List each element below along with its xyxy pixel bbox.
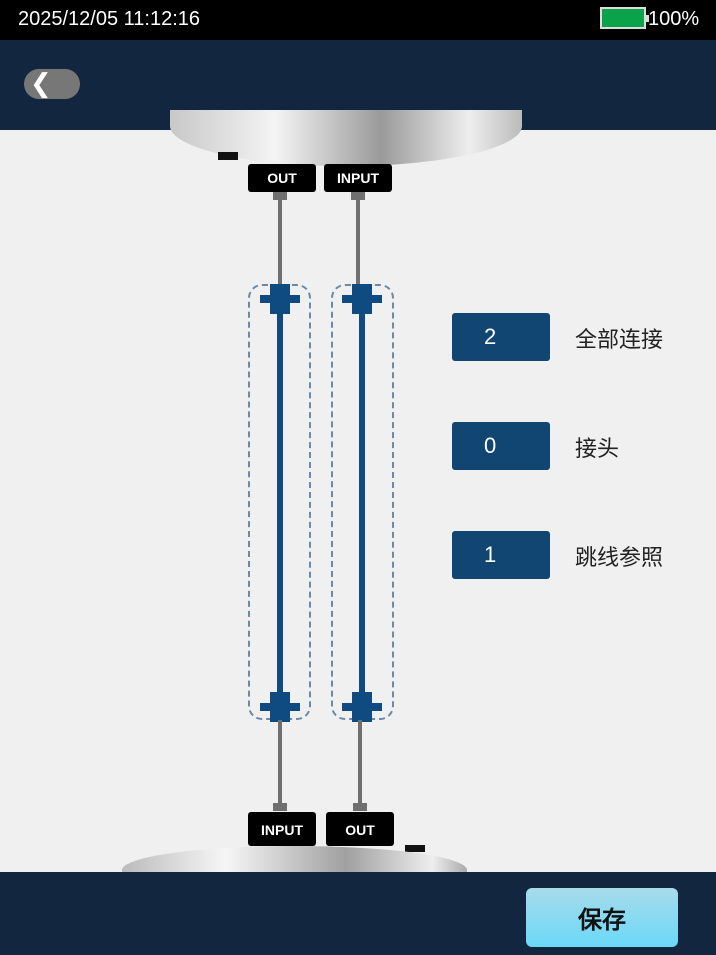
port-nub: [351, 192, 365, 200]
fiber-2: [359, 300, 365, 710]
wire: [358, 720, 362, 805]
connector-icon: [260, 284, 300, 314]
back-button[interactable]: ❮: [24, 69, 80, 99]
battery-percent: 100%: [648, 8, 700, 30]
connectors-value[interactable]: 0: [452, 422, 550, 470]
battery-icon: [600, 7, 649, 29]
wire: [356, 198, 360, 288]
connector-icon: [260, 692, 300, 722]
connectors-label: 接头: [575, 437, 620, 462]
fiber-1: [277, 300, 283, 710]
status-bar: 2025/12/05 11:12:16 100%: [0, 0, 716, 40]
device-tab: [218, 152, 238, 160]
jumper-reference-label: 跳线参照: [575, 546, 664, 571]
all-connections-value[interactable]: 2: [452, 313, 550, 361]
wire: [278, 720, 282, 805]
datetime: 2025/12/05 11:12:16: [18, 8, 201, 30]
port-nub: [273, 192, 287, 200]
wire: [278, 198, 282, 288]
port-nub: [273, 803, 287, 811]
bottom-port-out: OUT: [326, 812, 394, 846]
connector-icon: [342, 692, 382, 722]
port-nub: [353, 803, 367, 811]
top-port-input: INPUT: [324, 164, 392, 192]
all-connections-label: 全部连接: [575, 328, 664, 353]
jumper-reference-value[interactable]: 1: [452, 531, 550, 579]
bottom-port-input: INPUT: [248, 812, 316, 846]
chevron-left-icon: ❮: [30, 68, 52, 98]
save-button[interactable]: 保存: [526, 888, 678, 947]
top-port-out: OUT: [248, 164, 316, 192]
connector-icon: [342, 284, 382, 314]
device-tab: [405, 845, 425, 852]
footer: 保存: [0, 872, 716, 955]
